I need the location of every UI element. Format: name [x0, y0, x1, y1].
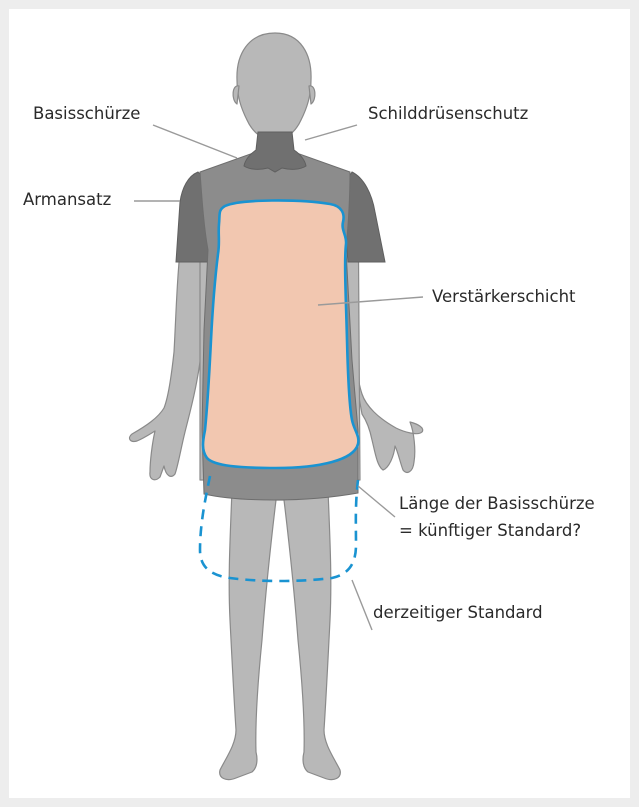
reinforcement-layer [203, 200, 358, 468]
right-ear [309, 86, 315, 104]
leader-derzeitiger-standard [352, 580, 372, 630]
label-derzeitiger-standard: derzeitiger Standard [373, 602, 543, 625]
label-basisschuerze: Basisschürze [33, 103, 140, 126]
thyroid-collar [244, 132, 306, 172]
label-laenge-line1: Länge der Basisschürze [399, 493, 595, 516]
label-armansatz: Armansatz [23, 189, 111, 212]
label-verstaerkerschicht: Verstärkerschicht [432, 286, 576, 309]
leader-laenge [358, 486, 395, 517]
leader-basisschuerze [153, 125, 237, 158]
label-laenge-line2: = künftiger Standard? [399, 520, 581, 543]
label-schilddruesenschutz: Schilddrüsenschutz [368, 103, 528, 126]
head [237, 33, 311, 141]
legs [220, 490, 341, 780]
left-ear [233, 86, 239, 104]
leader-schilddruesenschutz [305, 125, 357, 140]
